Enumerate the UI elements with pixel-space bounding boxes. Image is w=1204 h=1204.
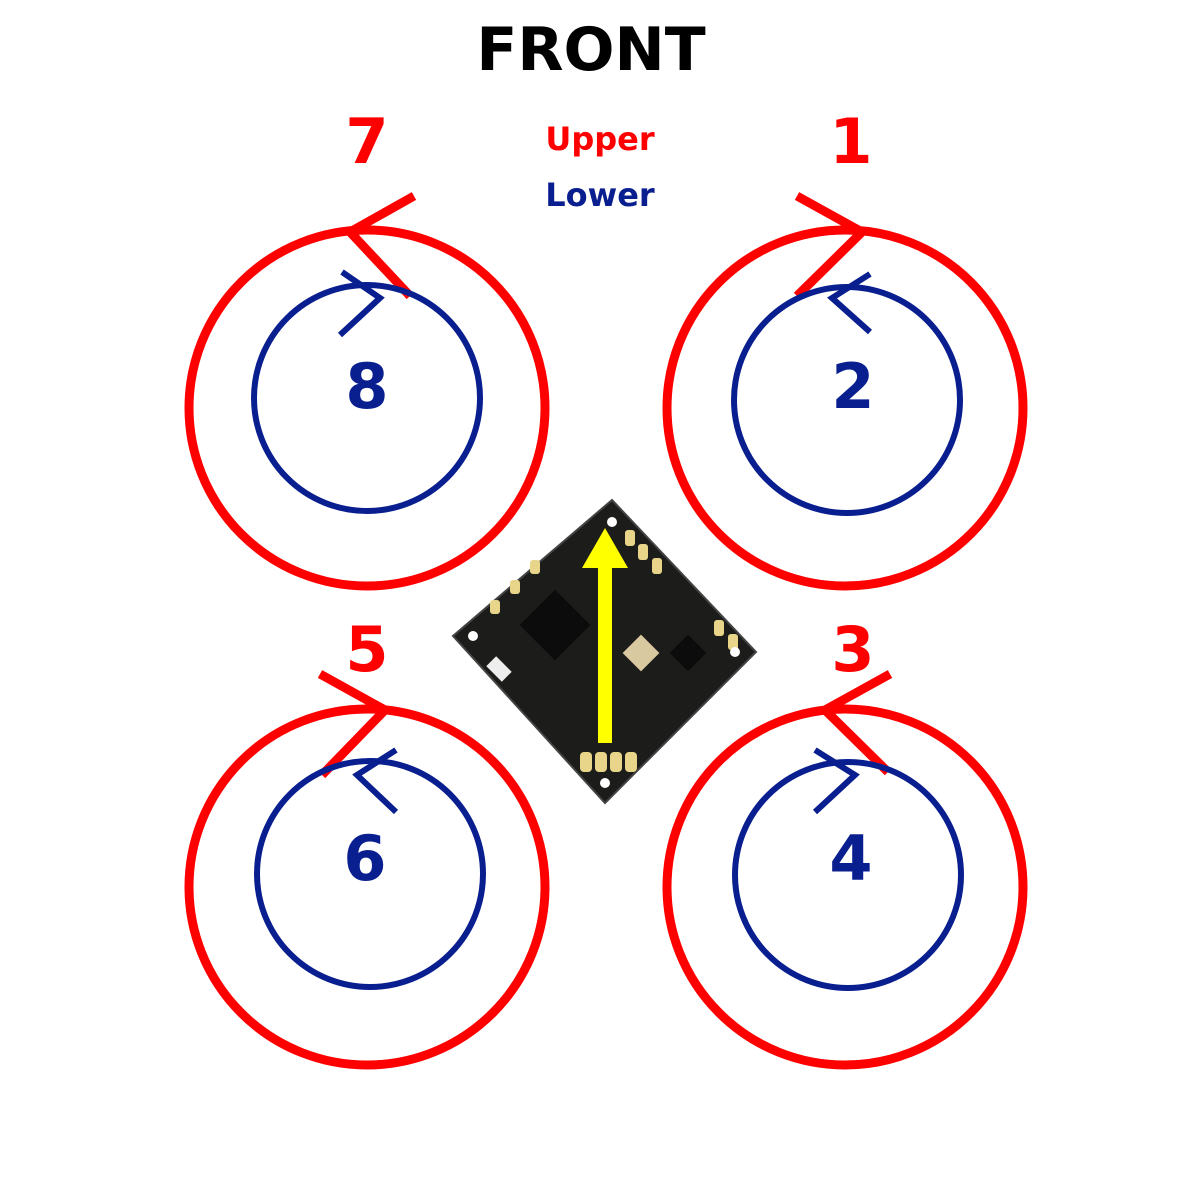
board-forward-arrow-icon — [582, 528, 628, 743]
motor-rear-left — [184, 670, 550, 1070]
motor-label-lower: 6 — [343, 822, 386, 895]
motor-label-upper: 1 — [829, 105, 872, 178]
legend-lower: Lower — [545, 176, 655, 214]
front-title: FRONT — [476, 15, 705, 85]
ccw-arrow-icon — [352, 747, 399, 815]
motor-label-upper: 5 — [345, 613, 388, 686]
cw-arrow-icon — [812, 747, 860, 815]
ccw-arrow-icon — [827, 271, 873, 335]
cw-arrow-icon — [793, 192, 870, 300]
motor-label-lower: 2 — [831, 350, 874, 423]
motor-label-lower: 8 — [345, 350, 388, 423]
motor-label-upper: 3 — [831, 613, 874, 686]
upper-rotor-circle — [662, 704, 1028, 1070]
legend-upper: Upper — [545, 120, 655, 158]
cw-arrow-icon — [337, 269, 385, 338]
ccw-arrow-icon — [817, 670, 893, 776]
motor-label-upper: 7 — [345, 105, 388, 178]
motor-rear-right — [662, 670, 1028, 1070]
lower-rotor-circle — [732, 759, 964, 991]
motor-front-right — [662, 192, 1028, 591]
upper-rotor-circle — [662, 225, 1028, 591]
lower-rotor-circle — [251, 282, 483, 514]
upper-rotor-circle — [184, 704, 550, 1070]
ccw-arrow-icon — [342, 192, 417, 300]
cw-arrow-icon — [317, 670, 393, 779]
motor-front-left — [184, 192, 550, 591]
motor-label-lower: 4 — [829, 822, 872, 895]
lower-rotor-circle — [254, 758, 486, 990]
upper-rotor-circle — [184, 225, 550, 591]
